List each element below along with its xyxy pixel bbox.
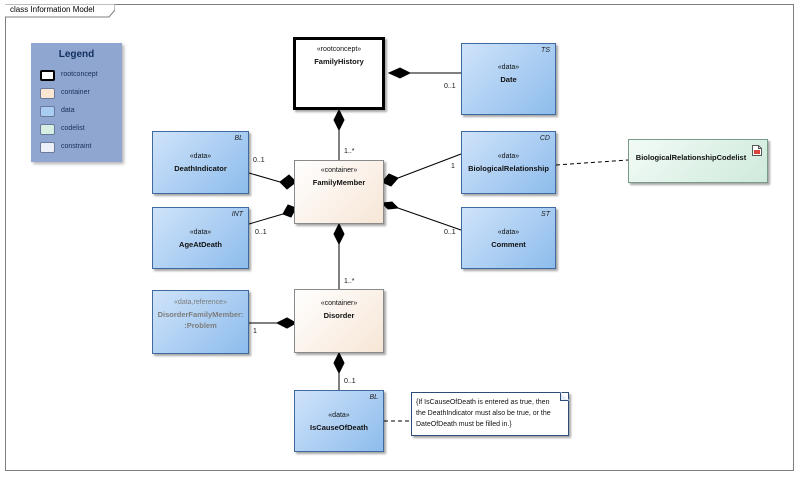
legend-label: rootconcept (61, 71, 98, 78)
class-stereotype: «container» (320, 167, 358, 174)
class-death-indicator[interactable]: BL «data» DeathIndicator (152, 131, 249, 194)
class-family-history[interactable]: «rootconcept» FamilyHistory (293, 37, 385, 110)
class-type: BL (234, 135, 243, 142)
class-comment[interactable]: ST «data» Comment (461, 207, 556, 269)
class-stereotype: «data» (497, 64, 520, 71)
class-stereotype: «data» (189, 153, 212, 160)
legend-swatch (40, 142, 55, 153)
class-disorder[interactable]: «container» Disorder (294, 289, 384, 353)
legend-label: container (61, 89, 90, 96)
multiplicity-date: 0..1 (444, 83, 456, 90)
class-name: Disorder (323, 311, 355, 320)
class-stereotype: «data» (189, 229, 212, 236)
class-type: CD (539, 135, 550, 142)
constraint-note[interactable]: {If IsCauseOfDeath is entered as true, t… (411, 392, 569, 436)
class-name: Date (500, 75, 517, 84)
note-fold-corner (560, 392, 569, 401)
legend-swatch (40, 106, 55, 117)
link-member-biorel (397, 153, 462, 179)
multiplicity-is-cause-of-death: 0..1 (344, 378, 356, 385)
legend: Legend rootconcept container data codeli… (31, 43, 122, 162)
multiplicity-disorder: 1..* (344, 278, 355, 285)
multiplicity-death-indicator: 0..1 (253, 157, 265, 164)
frame-title-tab (5, 4, 115, 18)
diamond-disorder-iscause (333, 351, 345, 375)
class-stereotype: «data» (497, 153, 520, 160)
diamond-member-biorel (381, 173, 399, 187)
class-name: DeathIndicator (174, 164, 227, 173)
link-biorel-codelist (555, 159, 629, 166)
class-type: TS (541, 47, 550, 54)
multiplicity-age-at-death: 0..1 (255, 229, 267, 236)
legend-label: codelist (61, 125, 85, 132)
legend-label: data (61, 107, 75, 114)
class-name: BiologicalRelationship (468, 164, 549, 173)
class-name-line2: :Problem (184, 321, 217, 330)
class-name: FamilyMember (312, 178, 366, 187)
link-member-comment (397, 207, 462, 231)
legend-title: Legend (58, 49, 95, 60)
multiplicity-disorder-ref: 1 (253, 328, 257, 335)
class-age-at-death[interactable]: INT «data» AgeAtDeath (152, 207, 249, 269)
class-name-line1: DisorderFamilyMember: (157, 310, 244, 319)
class-date[interactable]: TS «data» Date (461, 43, 556, 115)
class-is-cause-of-death[interactable]: BL «data» IsCauseOfDeath (294, 390, 384, 452)
class-family-member[interactable]: «container» FamilyMember (294, 160, 384, 224)
class-name: AgeAtDeath (179, 240, 222, 249)
legend-swatch (40, 70, 55, 81)
multiplicity-family-member: 1..* (344, 148, 355, 155)
constraint-note-text: {If IsCauseOfDeath is entered as true, t… (416, 399, 551, 428)
class-stereotype: «rootconcept» (316, 46, 362, 53)
class-type: ST (541, 211, 550, 218)
multiplicity-biological-relationship: 1 (451, 163, 455, 170)
class-name: IsCauseOfDeath (310, 423, 368, 432)
link-member-deathindicator (248, 172, 281, 183)
legend-label: constraint (61, 143, 92, 150)
diamond-member-comment (380, 201, 400, 210)
frame-title: class Information Model (10, 5, 95, 14)
class-stereotype: «container» (320, 300, 358, 307)
class-stereotype: «data» (497, 229, 520, 236)
class-name: FamilyHistory (314, 57, 364, 66)
class-name: Comment (491, 240, 526, 249)
legend-swatch (40, 88, 55, 99)
class-name: BiologicalRelationshipCodelist (635, 153, 747, 162)
link-member-ageatdeath (248, 213, 284, 225)
multiplicity-comment: 0..1 (444, 229, 456, 236)
diamond-history-member (333, 108, 345, 132)
legend-swatch (40, 124, 55, 135)
diamond-member-disorder (333, 222, 345, 246)
class-type: BL (369, 394, 378, 401)
diagram-frame (5, 4, 794, 471)
class-biological-relationship[interactable]: CD «data» BiologicalRelationship (461, 131, 556, 194)
codelist-document-icon (752, 145, 762, 156)
class-stereotype: «data,reference» (174, 299, 227, 306)
class-biological-relationship-codelist[interactable]: BiologicalRelationshipCodelist (628, 139, 768, 183)
class-stereotype: «data» (328, 412, 350, 419)
class-type: INT (231, 211, 243, 218)
class-disorder-family-member-problem[interactable]: «data,reference» DisorderFamilyMember: :… (152, 290, 249, 354)
diamond-history-date (387, 67, 412, 79)
